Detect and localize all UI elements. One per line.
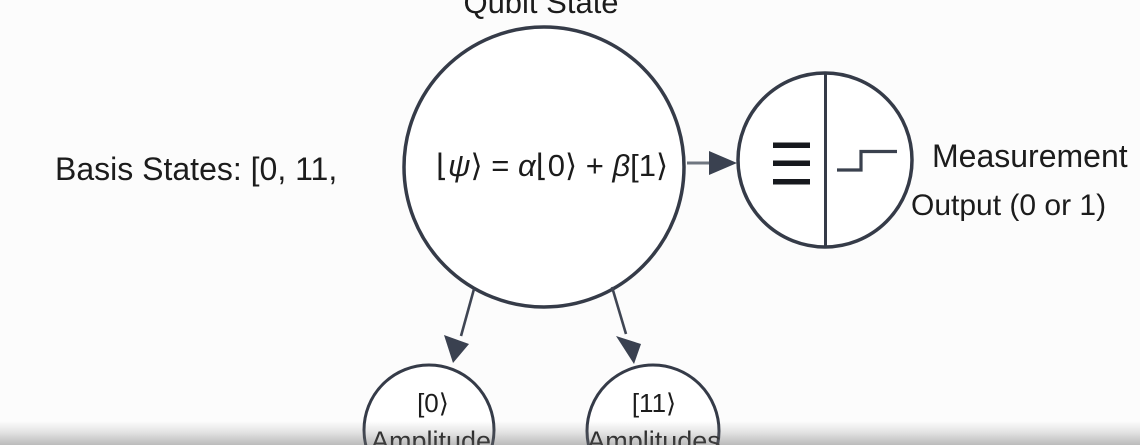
formula-alpha: α	[518, 148, 537, 183]
amplitude-1-label: Amplitudes	[587, 426, 721, 445]
amplitude-1-ket: [11⟩	[632, 388, 676, 418]
meter-bars-icon	[773, 142, 810, 185]
measurement-output-label: Output (0 or 1)	[911, 189, 1106, 222]
formula-psi: ψ	[448, 148, 471, 183]
formula-ket-one: [1⟩	[630, 148, 668, 183]
qubit-state-circle	[402, 25, 686, 309]
arrowhead-to-measurement-icon	[709, 151, 737, 175]
diagram-title: Qubit State	[463, 0, 618, 20]
formula-open-bracket: ⌊	[436, 148, 448, 183]
connector-to-amplitude-0	[459, 288, 476, 337]
formula-ket-zero: ⌊0⟩ +	[536, 148, 613, 183]
amplitude-1-circle	[585, 363, 721, 445]
formula-beta: β	[611, 148, 630, 183]
step-function-icon	[837, 149, 897, 172]
arrowhead-to-amplitude-1-icon	[616, 336, 641, 364]
basis-states-label: Basis States: [0, 11,	[55, 151, 337, 187]
measurement-label: Measurement	[932, 138, 1128, 174]
formula-equals: ⟩ =	[471, 148, 518, 183]
amplitude-0-ket: [0⟩	[417, 388, 449, 418]
qubit-state-formula: ⌊ψ⟩ = α⌊0⟩ + β[1⟩	[436, 148, 668, 183]
arrowhead-to-amplitude-0-icon	[444, 335, 469, 363]
connector-to-amplitude-1	[610, 286, 628, 335]
amplitude-0-circle	[362, 363, 496, 445]
amplitude-0-label: Amplitude	[371, 426, 491, 445]
